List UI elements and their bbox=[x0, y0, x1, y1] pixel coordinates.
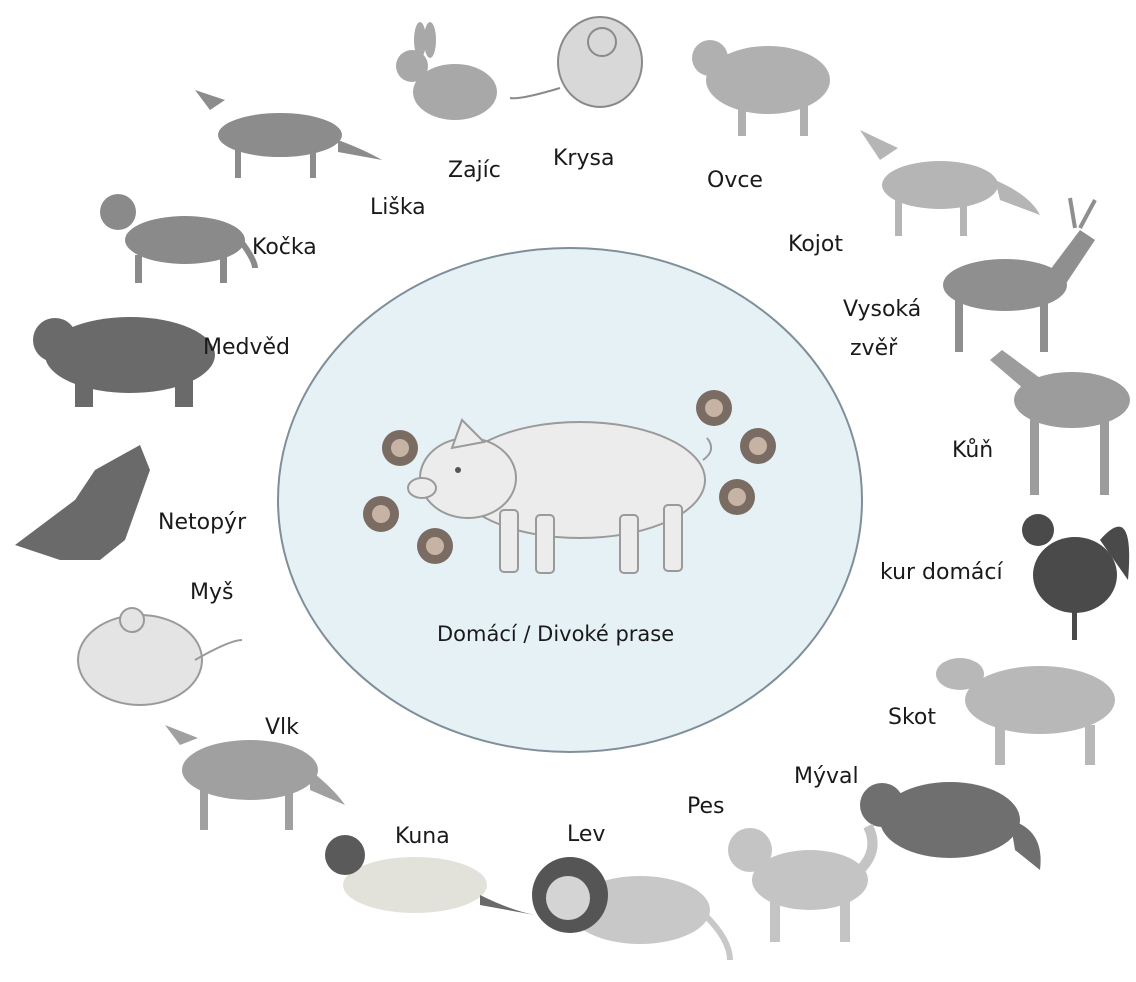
animal-label-vlk: Vlk bbox=[265, 715, 299, 741]
animal-label-kur: kur domácí bbox=[880, 560, 1003, 586]
raccoon-icon bbox=[860, 782, 1041, 870]
rabbit-icon bbox=[396, 22, 497, 120]
animal-label-mys: Myš bbox=[190, 580, 233, 606]
chicken-icon bbox=[1022, 514, 1129, 640]
center-label: Domácí / Divoké prase bbox=[437, 622, 674, 647]
animal-label-vysoka-2: zvěř bbox=[850, 336, 897, 362]
horse-icon bbox=[990, 350, 1130, 495]
animal-label-pes: Pes bbox=[687, 794, 724, 820]
cow-icon bbox=[936, 658, 1115, 765]
animal-label-netopyr: Netopýr bbox=[158, 510, 246, 536]
animal-label-vysoka-1: Vysoká bbox=[843, 297, 921, 323]
bat-icon bbox=[15, 445, 150, 560]
coyote-icon bbox=[860, 130, 1040, 236]
fox-icon bbox=[195, 90, 382, 178]
animal-label-kun: Kůň bbox=[952, 438, 993, 464]
rat-icon bbox=[510, 17, 642, 107]
animal-label-medved: Medvěd bbox=[203, 335, 290, 361]
animal-label-myval: Mýval bbox=[794, 764, 859, 790]
animal-label-zajic: Zajíc bbox=[448, 158, 501, 184]
mouse-icon bbox=[78, 608, 242, 705]
animal-label-kuna: Kuna bbox=[395, 824, 450, 850]
animal-label-kocka: Kočka bbox=[252, 235, 317, 261]
dog-icon bbox=[728, 826, 873, 942]
animal-label-lev: Lev bbox=[567, 822, 605, 848]
animal-label-kojot: Kojot bbox=[788, 232, 843, 258]
sheep-icon bbox=[692, 40, 830, 136]
cat-icon bbox=[100, 194, 255, 283]
animal-label-krysa: Krysa bbox=[553, 146, 614, 172]
animal-label-skot: Skot bbox=[888, 705, 936, 731]
animal-label-liska: Liška bbox=[370, 195, 426, 221]
wolf-icon bbox=[165, 725, 345, 830]
lion-icon bbox=[532, 857, 730, 960]
animal-label-ovce: Ovce bbox=[707, 168, 763, 194]
bear-icon bbox=[33, 317, 215, 407]
